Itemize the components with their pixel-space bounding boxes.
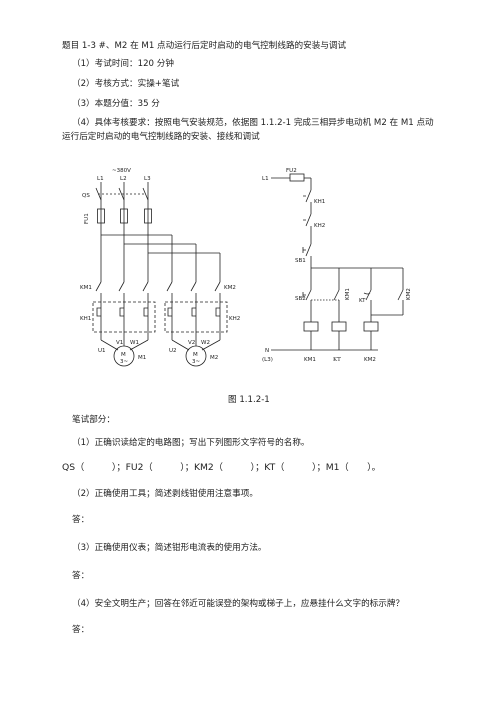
- m2-phase: 3~: [192, 359, 200, 365]
- answer-3-label: 答：: [72, 571, 90, 581]
- question-1-symbols: QS（ ）；FU2（ ）；KM2（ ）；KT（ ）；M1（ ）。: [62, 462, 381, 473]
- doc-title: 题目 1-3 #、M2 在 M1 点动运行后定时启动的电气控制线路的安装与调试: [62, 41, 347, 51]
- m1-label: M1: [138, 355, 146, 361]
- requirement-line-1: （4）具体考核要求：按照电气安装规范，依据图 1.1.2-1 完成三相异步电动机…: [72, 118, 434, 128]
- kh2-main-label: KH2: [229, 316, 240, 322]
- qs-label: QS: [82, 193, 90, 199]
- phase-l3: L3: [144, 176, 151, 182]
- m1-symbol: M: [121, 352, 126, 358]
- sb1-label: SB1: [295, 258, 306, 264]
- question-3: （3）正确使用仪表；简述钳形电流表的使用方法。: [72, 543, 267, 553]
- v2-label: V2: [188, 340, 195, 346]
- l3-label: (L3): [262, 357, 273, 363]
- question-4: （4）安全文明生产；回答在邻近可能误登的架构或梯子上，应悬挂什么文字的标示牌？: [72, 599, 405, 609]
- w2-label: W2: [201, 340, 210, 346]
- voltage-label: ~380V: [112, 168, 131, 174]
- answer-4-label: 答：: [72, 625, 90, 635]
- m2-label: M2: [210, 355, 218, 361]
- requirement-line-2: 运行后定时启动的电气控制线路的安装、接线和调试: [62, 132, 260, 142]
- km1-contact-label: KM1: [345, 288, 351, 300]
- coil-km1-label: KM1: [304, 357, 316, 363]
- km2-main-label: KM2: [224, 285, 236, 291]
- answer-2-label: 答：: [72, 515, 90, 525]
- n-label: N: [265, 348, 269, 354]
- written-section-header: 笔试部分：: [72, 415, 115, 425]
- kt-contact-label: KT: [359, 298, 366, 304]
- fu2-label: FU2: [286, 168, 297, 174]
- phase-l1: L1: [97, 176, 104, 182]
- exam-method: （2）考核方式：实操+笔试: [72, 79, 180, 89]
- kh2-ctrl-label: KH2: [314, 223, 325, 229]
- w1-label: W1: [130, 340, 139, 346]
- km2-contact-label: KM2: [406, 288, 412, 300]
- kh1-ctrl-label: KH1: [314, 199, 325, 205]
- u1-label: U1: [98, 348, 106, 354]
- kh1-main-label: KH1: [80, 316, 91, 322]
- question-1: （1）正确识读给定的电路图；写出下列图形文字符号的名称。: [72, 438, 310, 448]
- coil-km2-label: KM2: [364, 357, 376, 363]
- exam-score: （3）本题分值：35 分: [72, 99, 160, 109]
- fu1-label: FU1: [84, 213, 90, 224]
- m1-phase: 3~: [120, 359, 128, 365]
- figure-caption: 图 1.1.2-1: [228, 395, 270, 405]
- v1-label: V1: [116, 340, 123, 346]
- phase-l2: L2: [120, 176, 127, 182]
- exam-time: （1）考试时间：120 分钟: [72, 59, 174, 69]
- sb2-label: SB2: [295, 296, 306, 302]
- question-2: （2）正确使用工具；简述剥线钳使用注意事项。: [72, 489, 258, 499]
- km1-main-label: KM1: [80, 285, 92, 291]
- u2-label: U2: [169, 348, 177, 354]
- ctrl-l1-label: L1: [262, 176, 269, 182]
- coil-kt-label: KT: [333, 357, 341, 363]
- m2-symbol: M: [193, 352, 198, 358]
